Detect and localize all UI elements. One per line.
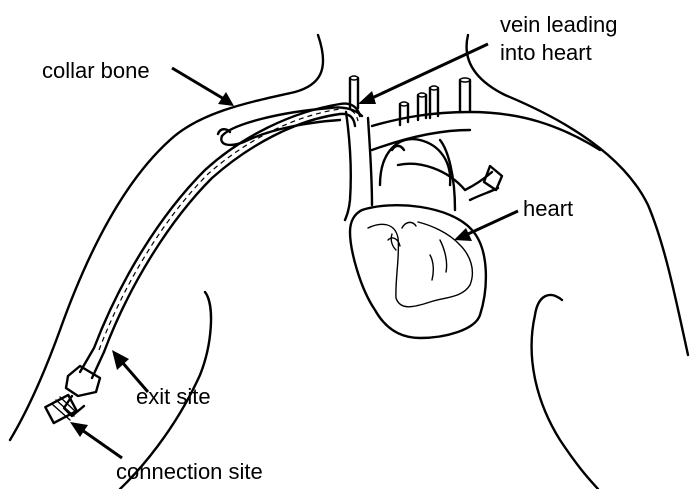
collar-bone-label: collar bone xyxy=(42,58,150,83)
arrow-connection-site xyxy=(82,430,122,458)
catheter-line xyxy=(94,104,360,352)
heart-label: heart xyxy=(523,196,573,221)
arrow-heart xyxy=(468,211,518,234)
arrow-collar-bone xyxy=(172,68,224,99)
vein-label-line2: into heart xyxy=(500,40,592,65)
vein-label-line1: vein leading xyxy=(500,12,617,37)
exit-site-label: exit site xyxy=(136,384,211,409)
connection-site-label: connection site xyxy=(116,459,263,484)
catheter-connector xyxy=(45,348,104,423)
